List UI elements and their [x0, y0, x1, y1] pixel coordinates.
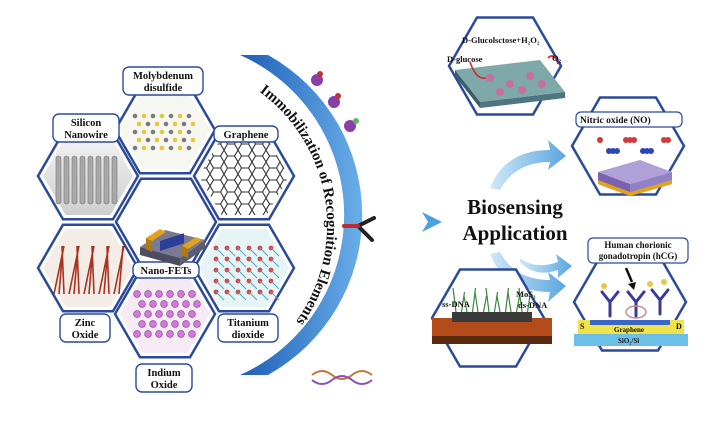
label-indium-oxide-line: Oxide: [151, 380, 178, 391]
hcg-drain-label: D: [676, 322, 682, 331]
dna-ds-label: ds-DNA: [518, 300, 548, 310]
application-arrows: [490, 140, 572, 302]
label-graphene-line: Graphene: [224, 130, 269, 141]
hcg-source-label: S: [580, 322, 585, 331]
glucose-reaction: D-Glucolsctose+H₂O₂: [462, 35, 540, 45]
hcg-sio2-label: SiO₂/Si: [618, 337, 639, 345]
hcg-label-line1: Human chorionic: [604, 240, 671, 250]
dna-mos2-label: MoS₂: [516, 289, 536, 299]
label-titanium-dioxide-line: dioxide: [232, 330, 265, 341]
no-label: Nitric oxide (NO): [580, 115, 651, 126]
label-zinc-oxide-line: Zinc: [75, 318, 96, 329]
hcg-graphene-label: Graphene: [614, 326, 644, 334]
antibody-icon: [342, 216, 376, 242]
hcg-label-line2: gonadotropin (hCG): [599, 251, 678, 261]
hex-silicon-nanowire: [36, 131, 140, 221]
glucose-substrate: D-glucose: [447, 54, 483, 64]
nitric-oxide-sensor: [597, 137, 672, 196]
label-graphene: Graphene: [213, 125, 279, 143]
center-title-line1: Biosensing: [467, 195, 563, 219]
label-silicon-nanowire-line: Silicon: [71, 118, 102, 129]
glucose-sensor: [455, 55, 565, 108]
hex-molybdenum-disulfide: [113, 85, 217, 175]
hex-graphene: [192, 131, 296, 221]
pointer-arrow-icon: [422, 212, 442, 232]
label-nano-fets: Nano-FETs: [132, 261, 200, 279]
label-molybdenum-disulfide-line: disulfide: [144, 83, 183, 94]
label-silicon-nanowire-line: Nanowire: [64, 130, 108, 141]
dna-sensor: [432, 287, 552, 344]
nano-fet-device: [140, 229, 205, 266]
label-titanium-dioxide-line: Titanium: [227, 318, 269, 329]
hex-zinc-oxide: [36, 223, 140, 313]
glucose-product: O₂: [552, 53, 562, 63]
dna-ss-label: ss-DNA: [442, 299, 471, 309]
dna-helix-icon: [311, 370, 373, 385]
label-indium-oxide-line: Indium: [147, 368, 181, 379]
hcg-sensor: [574, 267, 688, 346]
recognition-molecules: [311, 71, 359, 132]
label-nano-fets-line: Nano-FETs: [141, 266, 192, 277]
label-zinc-oxide-line: Oxide: [72, 330, 99, 341]
hex-titanium-dioxide: [192, 223, 296, 313]
label-molybdenum-disulfide-line: Molybdenum: [133, 71, 193, 82]
center-title-line2: Application: [462, 221, 567, 245]
